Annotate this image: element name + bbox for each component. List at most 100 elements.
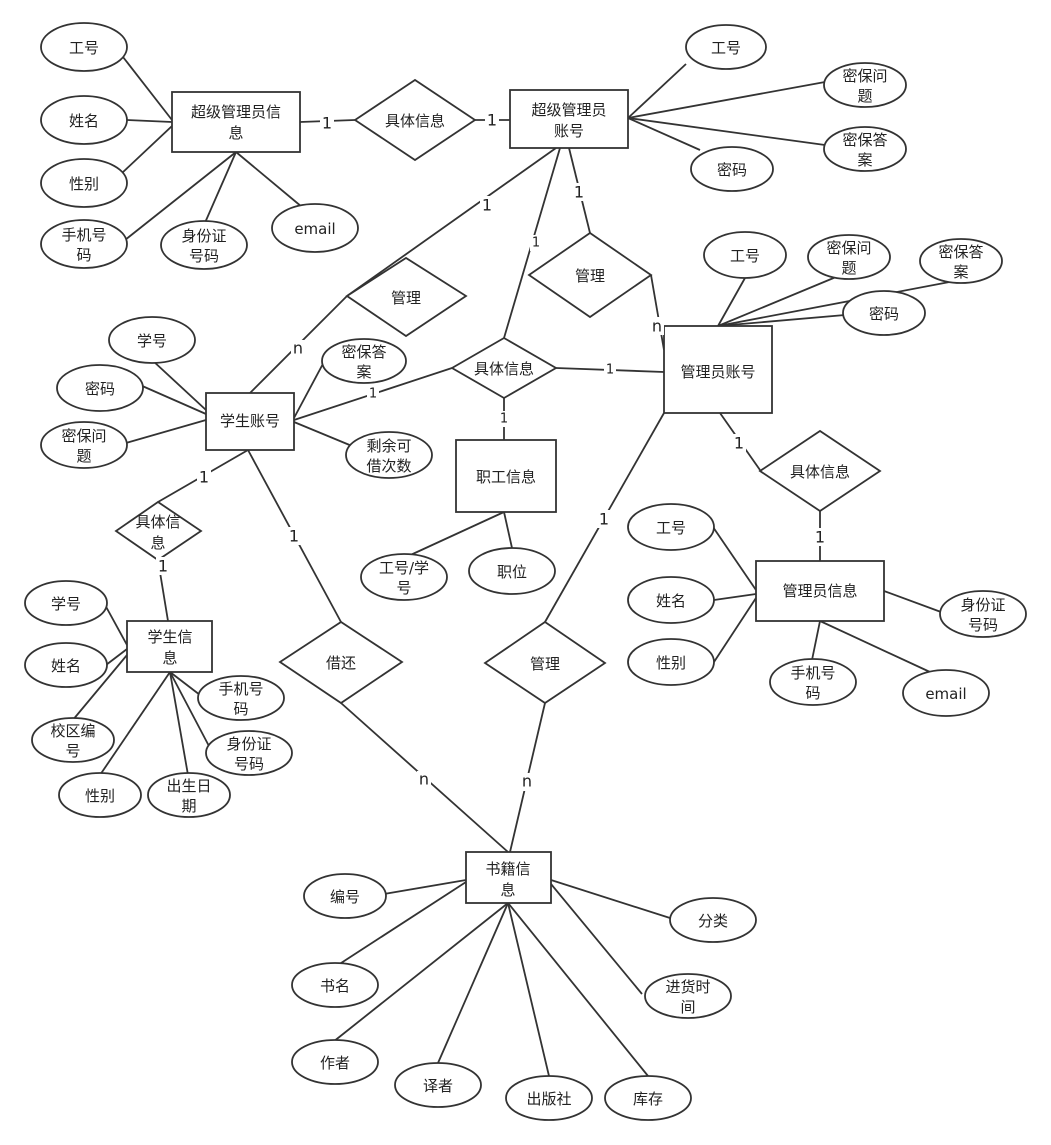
attribute-ai-phone[interactable]: 手机号 码 xyxy=(769,658,857,706)
attribute-label: 密保答 xyxy=(842,131,887,149)
attribute-st-id[interactable]: 工号/学 号 xyxy=(360,553,448,601)
relationship-manage-books[interactable]: 管理 xyxy=(483,620,607,705)
attribute-bk-number[interactable]: 编号 xyxy=(303,873,387,919)
attribute-label: 密码 xyxy=(869,305,899,323)
entity-super-admin-info[interactable]: 超级管理员信 息 xyxy=(171,91,301,153)
relationship-label: 管理 xyxy=(391,289,421,307)
relationship-diamond xyxy=(450,336,558,400)
relationship-label: 管理 xyxy=(575,267,605,285)
attribute-oval xyxy=(197,675,285,721)
entity-student-info[interactable]: 学生信 息 xyxy=(126,620,213,673)
attribute-sa-question[interactable]: 密保问 题 xyxy=(40,421,128,469)
attribute-si-student-no[interactable]: 学号 xyxy=(24,580,108,626)
relationship-borrow[interactable]: 借还 xyxy=(278,620,404,705)
attribute-sai-name[interactable]: 姓名 xyxy=(40,95,128,145)
attribute-bk-title[interactable]: 书名 xyxy=(291,962,379,1008)
attribute-oval xyxy=(468,547,556,595)
attribute-sa-student-no[interactable]: 学号 xyxy=(108,316,196,364)
attribute-bk-publisher[interactable]: 出版社 xyxy=(505,1075,593,1121)
attribute-si-name[interactable]: 姓名 xyxy=(24,642,108,688)
attribute-si-phone[interactable]: 手机号 码 xyxy=(197,675,285,721)
attribute-label: 校区编 xyxy=(50,722,95,740)
attribute-label: 题 xyxy=(76,447,91,465)
relationship-manage-right[interactable]: 管理 xyxy=(527,231,653,319)
attribute-saa-password[interactable]: 密码 xyxy=(690,146,774,192)
relationship-detail-top[interactable]: 具体信息 xyxy=(353,78,477,162)
attribute-ai-id[interactable]: 工号 xyxy=(627,503,715,551)
attribute-label: 姓名 xyxy=(51,657,81,675)
attribute-oval xyxy=(627,576,715,624)
attribute-ai-name[interactable]: 姓名 xyxy=(627,576,715,624)
attribute-oval xyxy=(902,669,990,717)
attribute-label: 案 xyxy=(857,151,872,169)
cardinality-label: 1 xyxy=(599,510,609,529)
attribute-oval xyxy=(345,431,433,479)
attribute-oval xyxy=(24,580,108,626)
relationship-label: 具体信 xyxy=(135,513,180,531)
attribute-label: 码 xyxy=(805,684,820,702)
attribute-bk-author[interactable]: 作者 xyxy=(291,1039,379,1085)
relationship-manage-left[interactable]: 管理 xyxy=(345,256,468,338)
entity-label: 学生账号 xyxy=(220,412,280,430)
attribute-oval xyxy=(205,730,293,776)
attribute-sa-password[interactable]: 密码 xyxy=(56,364,144,412)
entity-label: 息 xyxy=(500,881,515,899)
attribute-label: 出生日 xyxy=(166,777,211,795)
attribute-aa-id[interactable]: 工号 xyxy=(703,231,787,279)
attribute-label: 学号 xyxy=(137,332,167,350)
attribute-oval xyxy=(939,590,1027,638)
attribute-ai-idcard[interactable]: 身份证 号码 xyxy=(939,590,1027,638)
attribute-label: 译者 xyxy=(423,1077,453,1095)
attribute-ai-email[interactable]: email xyxy=(902,669,990,717)
entity-admin-account[interactable]: 管理员账号 xyxy=(663,325,773,414)
attribute-si-gender[interactable]: 性别 xyxy=(58,772,142,818)
attribute-oval xyxy=(823,126,907,172)
attribute-ai-gender[interactable]: 性别 xyxy=(627,638,715,686)
cardinality-label: n xyxy=(293,339,303,358)
attribute-bk-category[interactable]: 分类 xyxy=(669,897,757,943)
relationship-detail-mid[interactable]: 具体信息 xyxy=(450,336,558,400)
attribute-saa-id[interactable]: 工号 xyxy=(685,24,767,70)
attribute-si-birthdate[interactable]: 出生日 期 xyxy=(147,772,231,818)
attribute-sai-gender[interactable]: 性别 xyxy=(40,158,128,208)
entity-label: 息 xyxy=(228,124,243,142)
attribute-sa-remaining-borrows[interactable]: 剩余可 借次数 xyxy=(345,431,433,479)
attribute-si-campus[interactable]: 校区编 号 xyxy=(31,717,115,763)
relationship-detail-student[interactable]: 具体信 息 xyxy=(114,500,203,562)
attribute-aa-answer[interactable]: 密保答 案 xyxy=(919,238,1003,284)
attribute-oval xyxy=(303,873,387,919)
attribute-oval xyxy=(769,658,857,706)
attribute-bk-stock[interactable]: 库存 xyxy=(604,1075,692,1121)
attribute-oval xyxy=(56,364,144,412)
attribute-sai-idcard[interactable]: 身份证 号码 xyxy=(160,220,248,270)
attribute-label: 工号 xyxy=(69,39,99,57)
attribute-bk-translator[interactable]: 译者 xyxy=(394,1062,482,1108)
attribute-label: 间 xyxy=(680,998,695,1016)
entity-box xyxy=(465,851,552,904)
attribute-sai-phone[interactable]: 手机号 码 xyxy=(40,219,128,269)
attribute-label: 密保问 xyxy=(61,427,106,445)
entity-admin-info[interactable]: 管理员信息 xyxy=(755,560,885,622)
entity-book-info[interactable]: 书籍信 息 xyxy=(465,851,552,904)
relationship-detail-admin[interactable]: 具体信息 xyxy=(758,429,882,513)
attribute-aa-password[interactable]: 密码 xyxy=(842,290,926,336)
attribute-label: 性别 xyxy=(656,654,686,672)
attribute-sa-answer[interactable]: 密保答 案 xyxy=(321,338,407,384)
attribute-saa-question[interactable]: 密保问 题 xyxy=(823,62,907,108)
attribute-st-position[interactable]: 职位 xyxy=(468,547,556,595)
entity-staff-info[interactable]: 职工信息 xyxy=(455,439,557,513)
cardinality-label: 1 xyxy=(369,387,377,402)
attribute-si-idcard[interactable]: 身份证 号码 xyxy=(205,730,293,776)
relationship-label: 管理 xyxy=(530,655,560,673)
attribute-sai-id[interactable]: 工号 xyxy=(40,22,128,72)
entity-super-admin-account[interactable]: 超级管理员 账号 xyxy=(509,89,629,149)
attribute-aa-question[interactable]: 密保问 题 xyxy=(807,234,891,280)
attribute-saa-answer[interactable]: 密保答 案 xyxy=(823,126,907,172)
entity-student-account[interactable]: 学生账号 xyxy=(205,392,295,451)
attribute-label: 码 xyxy=(76,246,91,264)
entity-box xyxy=(171,91,301,153)
attribute-oval xyxy=(321,338,407,384)
attribute-bk-purchase-time[interactable]: 进货时 间 xyxy=(644,973,732,1019)
attribute-sai-email[interactable]: email xyxy=(271,203,359,253)
